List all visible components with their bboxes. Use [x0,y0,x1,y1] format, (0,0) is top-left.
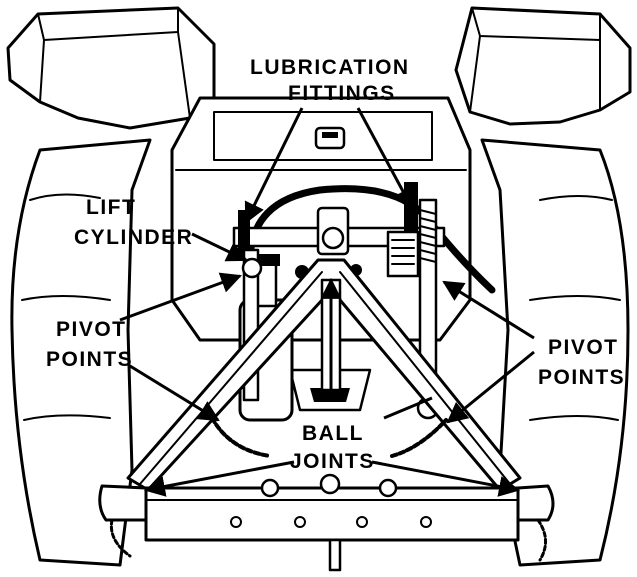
hydraulic-hose [246,185,496,294]
right-fender [454,6,632,126]
leader-lines [119,107,535,497]
ball-joint-right-leader [383,396,433,420]
label-fittings: FITTINGS [288,82,396,105]
pivot-left-arrow-1 [119,272,242,322]
label-points-left: POINTS [46,348,133,371]
right-tire [480,138,630,567]
label-pivot-right: PIVOT [548,336,619,359]
callout-labels: LUBRICATION FITTINGS LIFT CYLINDER PIVOT… [46,56,625,473]
label-lubrication: LUBRICATION [250,56,410,79]
pivot-right-arrow-1 [442,280,535,340]
label-points-right: POINTS [538,366,625,389]
drawbar [98,473,555,572]
label-ball: BALL [302,422,364,445]
label-pivot-left: PIVOT [56,318,127,341]
lift-cylinder-arrow [191,232,248,262]
label-lift: LIFT [86,196,136,219]
label-joints: JOINTS [290,450,375,473]
label-cylinder: CYLINDER [74,226,193,249]
lubrication-left-arrow [244,107,304,224]
ball-joint-right-arrow [371,460,521,497]
pivot-left-arrow-2 [129,364,220,422]
ball-joint-left-arrow [143,460,295,497]
left-tire [10,138,152,567]
pivot-right-arrow-2 [446,350,535,424]
check-chains [109,416,547,562]
lubrication-right-arrow [356,107,414,210]
